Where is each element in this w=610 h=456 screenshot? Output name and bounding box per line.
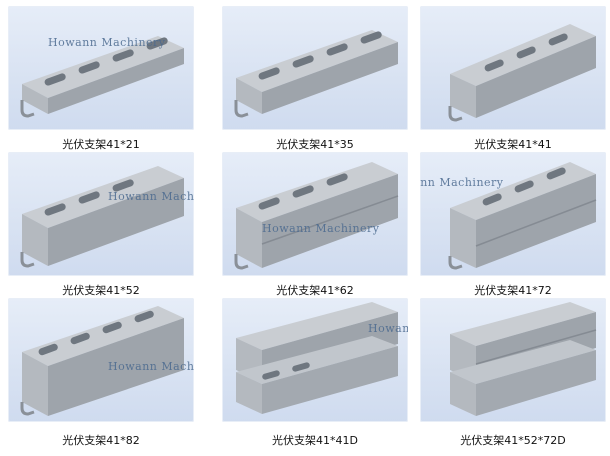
- channel-profile-image: [20, 166, 184, 268]
- product-image: Howann Machinery: [222, 152, 408, 276]
- product-label: 光伏支架41*35: [276, 138, 354, 151]
- product-label: 光伏支架41*52: [62, 284, 140, 297]
- product-label: 光伏支架41*82: [62, 434, 140, 447]
- double-channel-image: [450, 302, 597, 416]
- product-label: 光伏支架41*21: [62, 138, 140, 151]
- product-image: [420, 6, 606, 130]
- product-image: Howann Machinery: [8, 152, 194, 276]
- product-label: 光伏支架41*41D: [272, 434, 358, 447]
- product-label: 光伏支架41*52*72D: [460, 434, 566, 447]
- product-label: 光伏支架41*62: [276, 284, 354, 297]
- product-label: 光伏支架41*41: [474, 138, 552, 151]
- channel-profile-image: [448, 24, 596, 122]
- product-label: 光伏支架41*72: [474, 284, 552, 297]
- channel-profile-image: [234, 162, 399, 270]
- product-image: Howann Machinery: [8, 6, 194, 130]
- product-image: Howann Machinery: [222, 298, 408, 422]
- channel-profile-image: [234, 30, 398, 118]
- channel-profile-image: [20, 36, 184, 118]
- product-image: [420, 298, 606, 422]
- channel-profile-image: [20, 306, 184, 416]
- product-image: Howann Machinery: [420, 152, 606, 276]
- double-channel-image: [236, 302, 398, 414]
- product-image: [222, 6, 408, 130]
- channel-profile-image: [448, 162, 597, 270]
- product-image: Howann Machinery: [8, 298, 194, 422]
